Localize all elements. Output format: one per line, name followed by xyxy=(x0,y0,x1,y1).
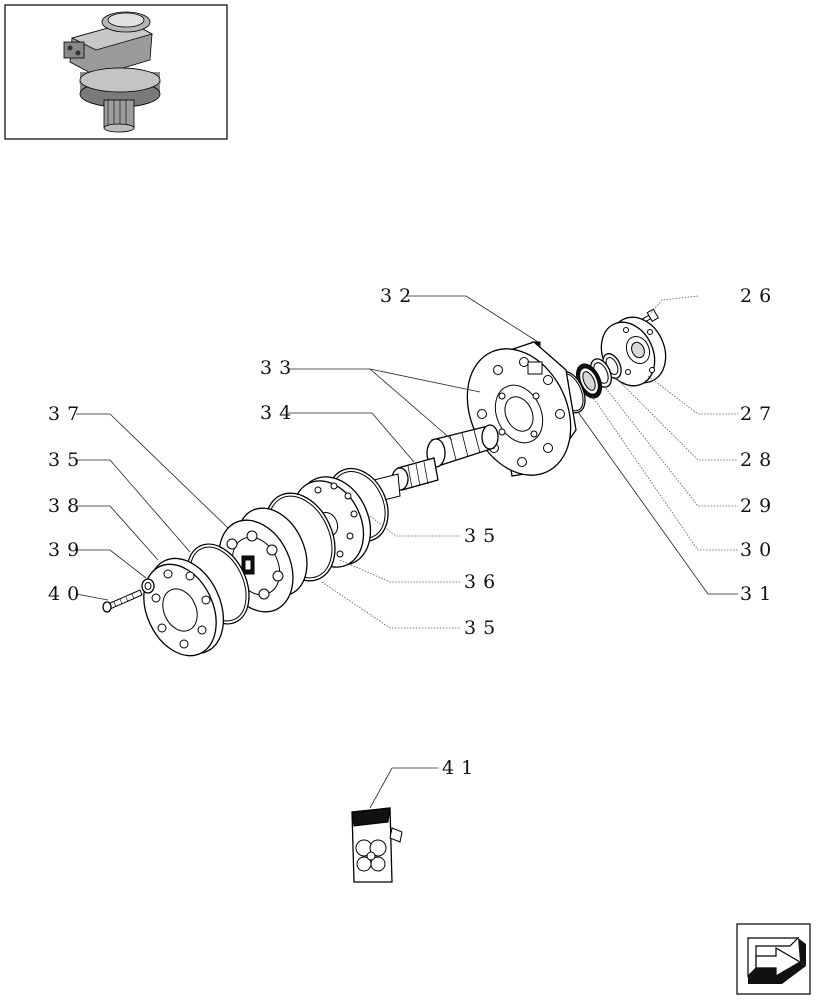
part-shaft-34 xyxy=(370,424,499,511)
callout-36: 36 xyxy=(464,571,502,593)
part-housing-33 xyxy=(466,341,577,477)
part-end-plate-38 xyxy=(143,557,225,657)
callout-39: 39 xyxy=(48,539,86,561)
callout-37: 37 xyxy=(48,403,86,425)
callout-32: 32 xyxy=(380,285,418,307)
assembly-thumbnail-icon[interactable] xyxy=(4,4,228,140)
callout-35-left: 35 xyxy=(48,449,86,471)
callout-35-right-lower: 35 xyxy=(464,617,502,639)
callout-33: 33 xyxy=(260,357,298,379)
next-page-arrow-icon[interactable] xyxy=(736,923,811,995)
callout-labels: 26 27 28 29 30 31 32 33 34 35 36 35 37 3… xyxy=(48,285,778,779)
callout-26: 26 xyxy=(740,285,778,307)
leader-lines xyxy=(75,295,738,809)
callout-27: 27 xyxy=(740,403,778,425)
callout-31: 31 xyxy=(740,583,778,605)
callout-29: 29 xyxy=(740,495,778,517)
part-washer-39 xyxy=(141,578,155,594)
seal-kit-icon xyxy=(351,807,403,883)
callout-28: 28 xyxy=(740,449,778,471)
part-screw-40 xyxy=(102,589,143,613)
callout-34: 34 xyxy=(260,402,298,424)
callout-35-right-upper: 35 xyxy=(464,525,502,547)
callout-38: 38 xyxy=(48,495,86,517)
callout-30: 30 xyxy=(740,539,778,561)
callout-40: 40 xyxy=(48,583,86,605)
callout-41: 41 xyxy=(442,757,480,779)
